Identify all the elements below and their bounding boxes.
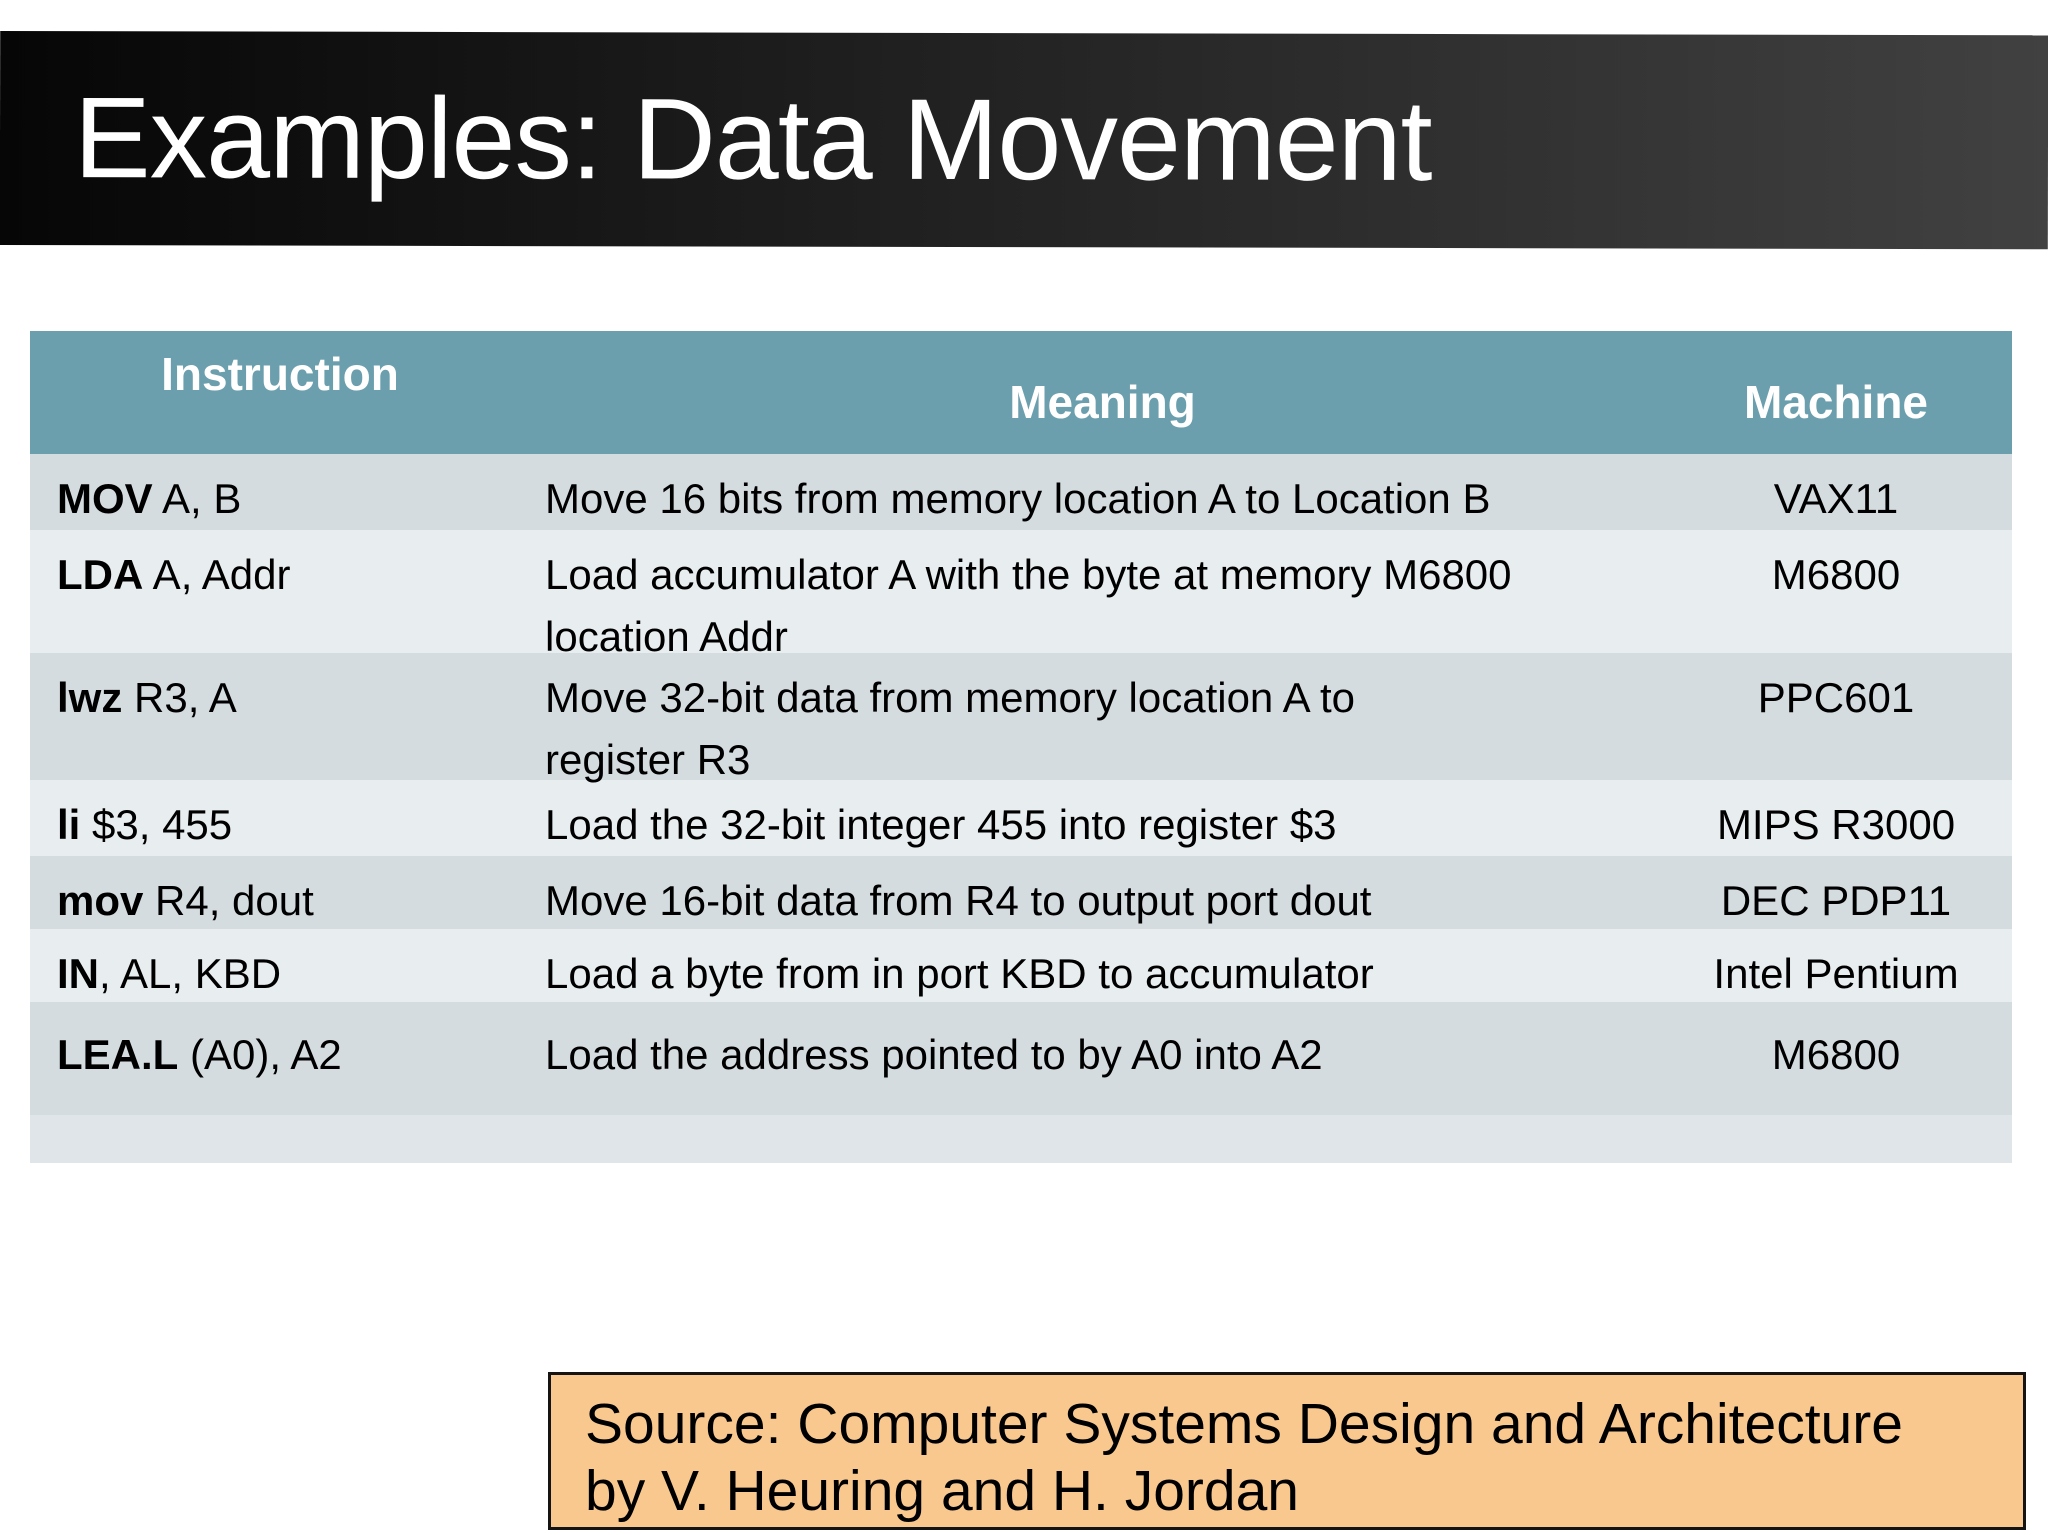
table-row: IN, AL, KBD Load a byte from in port KBD… bbox=[30, 929, 2012, 1002]
meaning-cell: Move 16-bit data from R4 to output port … bbox=[530, 856, 1660, 929]
instruction-operands: R3, A bbox=[122, 674, 237, 721]
instruction-operands: A, B bbox=[152, 475, 242, 522]
instruction-mnemonic: IN bbox=[57, 950, 99, 997]
meaning-line-1: Load accumulator A with the byte at memo… bbox=[545, 551, 1512, 598]
meaning-cell: Move 32-bit data from memory location A … bbox=[530, 653, 1660, 783]
table-body: MOV A, B Move 16 bits from memory locati… bbox=[30, 454, 2012, 1115]
meaning-line-1: Move 16-bit data from R4 to output port … bbox=[545, 877, 1372, 924]
meaning-cell: Load the 32-bit integer 455 into registe… bbox=[530, 780, 1660, 856]
instruction-cell: MOV A, B bbox=[30, 454, 530, 530]
instruction-cell: LDA A, Addr bbox=[30, 530, 530, 653]
instruction-cell: IN, AL, KBD bbox=[30, 929, 530, 1002]
table-row: mov R4, dout Move 16-bit data from R4 to… bbox=[30, 856, 2012, 929]
title-banner: Examples: Data Movement bbox=[0, 31, 2048, 250]
source-attribution-box: Source: Computer Systems Design and Arch… bbox=[548, 1372, 2026, 1530]
instruction-cell: mov R4, dout bbox=[30, 856, 530, 929]
machine-cell: DEC PDP11 bbox=[1720, 877, 1952, 924]
instruction-mnemonic: LDA bbox=[57, 551, 144, 598]
instruction-mnemonic: LEA.L bbox=[57, 1031, 179, 1078]
table-row: lwz R3, A Move 32-bit data from memory l… bbox=[30, 653, 2012, 783]
instruction-operands: , AL, KBD bbox=[99, 950, 282, 997]
machine-cell: VAX11 bbox=[1773, 475, 1899, 522]
instruction-cell: lwz R3, A bbox=[30, 653, 530, 780]
meaning-cell: Load the address pointed to by A0 into A… bbox=[530, 1010, 1660, 1115]
instruction-mnemonic: lwz bbox=[57, 674, 123, 721]
meaning-cell: Move 16 bits from memory location A to L… bbox=[530, 454, 1660, 530]
meaning-line-1: Load the address pointed to by A0 into A… bbox=[545, 1031, 1323, 1078]
instruction-mnemonic: mov bbox=[57, 877, 144, 924]
column-header-instruction: Instruction bbox=[161, 348, 399, 400]
meaning-line-1: Move 16 bits from memory location A to L… bbox=[545, 475, 1491, 522]
machine-cell: M6800 bbox=[1771, 1031, 1901, 1078]
slide-title: Examples: Data Movement bbox=[73, 74, 1432, 205]
table-empty-row bbox=[30, 1115, 2012, 1163]
instruction-cell: li $3, 455 bbox=[30, 780, 530, 856]
table-row: LEA.L (A0), A2 Load the address pointed … bbox=[30, 1002, 2012, 1115]
machine-cell: Intel Pentium bbox=[1713, 950, 1959, 997]
source-line-2: by V. Heuring and H. Jordan bbox=[585, 1459, 1300, 1523]
meaning-line-1: Load a byte from in port KBD to accumula… bbox=[545, 950, 1374, 997]
table-row: LDA A, Addr Load accumulator A with the … bbox=[30, 530, 2012, 660]
instruction-operands: A, Addr bbox=[143, 551, 291, 598]
column-header-meaning: Meaning bbox=[1009, 376, 1196, 428]
machine-cell: M6800 bbox=[1771, 551, 1901, 598]
instruction-table: Instruction Meaning Machine MOV A, B Mov… bbox=[30, 331, 2012, 1163]
instruction-cell: LEA.L (A0), A2 bbox=[30, 1010, 530, 1115]
meaning-cell: Load accumulator A with the byte at memo… bbox=[530, 530, 1660, 660]
meaning-line-2: register R3 bbox=[545, 736, 751, 783]
machine-cell: PPC601 bbox=[1757, 674, 1915, 721]
meaning-line-1: Move 32-bit data from memory location A … bbox=[545, 674, 1356, 721]
instruction-operands: R4, dout bbox=[143, 877, 314, 924]
source-line-1: Source: Computer Systems Design and Arch… bbox=[585, 1392, 1903, 1456]
instruction-mnemonic: MOV bbox=[57, 475, 153, 522]
meaning-cell: Load a byte from in port KBD to accumula… bbox=[530, 929, 1660, 1002]
meaning-line-1: Load the 32-bit integer 455 into registe… bbox=[545, 801, 1337, 848]
table-header-row: Instruction Meaning Machine bbox=[30, 331, 2012, 454]
table-row: MOV A, B Move 16 bits from memory locati… bbox=[30, 454, 2012, 530]
table-row: li $3, 455 Load the 32-bit integer 455 i… bbox=[30, 780, 2012, 856]
column-header-machine: Machine bbox=[1743, 376, 1929, 428]
machine-cell: MIPS R3000 bbox=[1716, 801, 1956, 848]
instruction-mnemonic: li bbox=[57, 801, 81, 848]
instruction-operands: $3, 455 bbox=[80, 801, 233, 848]
instruction-operands: (A0), A2 bbox=[178, 1031, 342, 1078]
meaning-line-2: location Addr bbox=[545, 613, 788, 660]
